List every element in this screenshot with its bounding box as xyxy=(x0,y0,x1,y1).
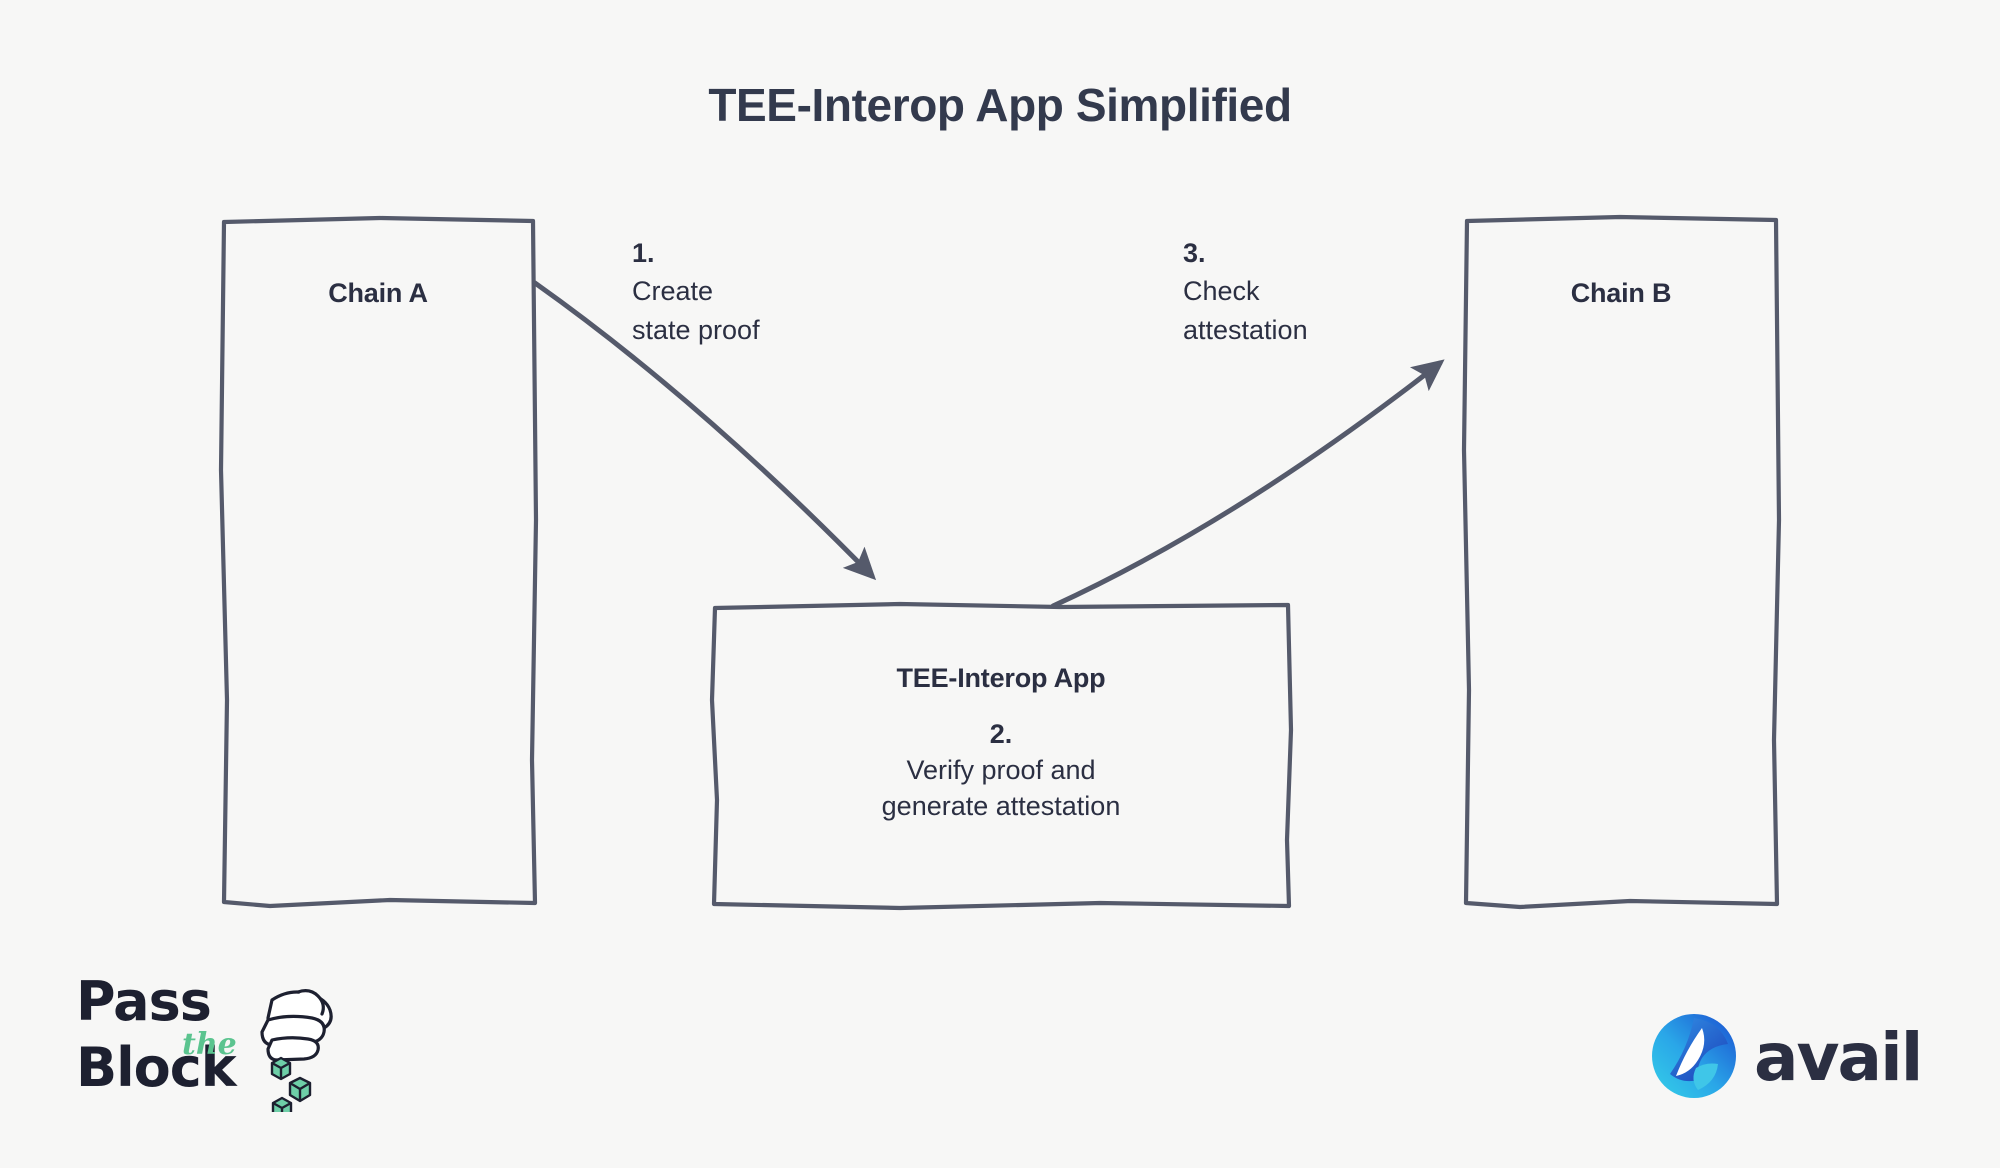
svg-text:Block: Block xyxy=(76,1036,238,1099)
step-3-callout: 3. Check attestation xyxy=(1183,234,1453,349)
step-1-description: Create state proof xyxy=(632,276,760,345)
pass-the-block-wordmark: Pass Block the xyxy=(76,970,239,1099)
avail-mark-icon xyxy=(1652,1014,1736,1098)
step-3-description: Check attestation xyxy=(1183,276,1308,345)
arrow-step-3 xyxy=(1050,359,1445,609)
pass-the-block-logo: Pass Block the xyxy=(76,962,338,1121)
fist-icon xyxy=(260,989,333,1062)
step-2-callout: 2. Verify proof and generate attestation xyxy=(713,715,1289,825)
step-1-callout: 1. Create state proof xyxy=(632,234,892,349)
chain-b-label: Chain B xyxy=(1570,278,1672,308)
step-3-number: 3. xyxy=(1183,238,1206,268)
step-2-number: 2. xyxy=(989,719,1013,749)
chain-a-box-outline xyxy=(218,215,539,909)
svg-text:the: the xyxy=(182,1027,237,1062)
chain-b-box-outline xyxy=(1461,214,1782,910)
green-cubes-icon xyxy=(270,1056,312,1121)
step-2-description: Verify proof and generate attestation xyxy=(881,755,1121,822)
step-1-number: 1. xyxy=(632,238,655,268)
tee-interop-app-label: TEE-Interop App xyxy=(896,663,1106,693)
avail-wordmark: avail xyxy=(1754,1019,1921,1096)
svg-text:Pass: Pass xyxy=(76,970,211,1033)
avail-logo: avail xyxy=(1650,1008,1930,1104)
chain-a-label: Chain A xyxy=(328,278,428,308)
page-title: TEE-Interop App Simplified xyxy=(708,79,1292,131)
